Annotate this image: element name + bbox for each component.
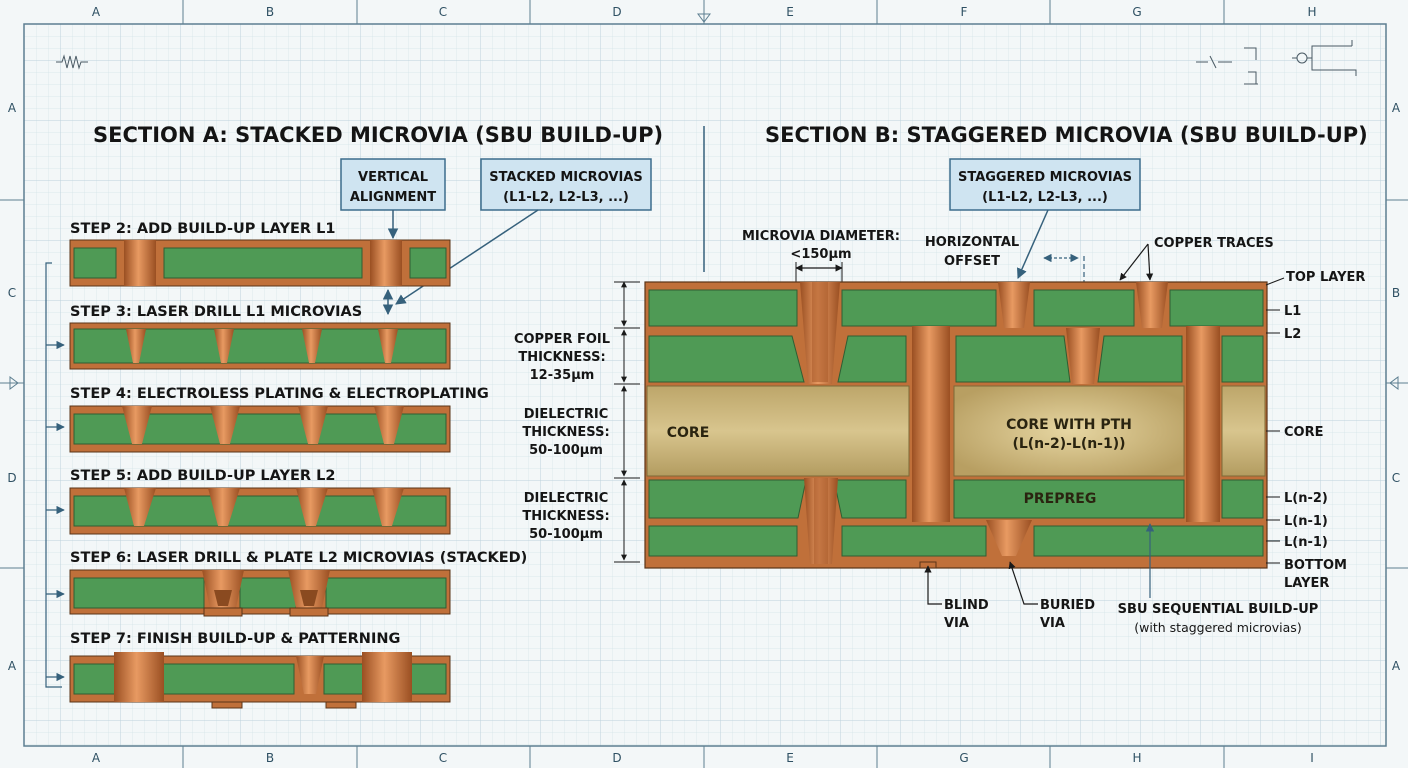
process-flow-bracket — [45, 262, 62, 688]
dielectric-1-label-1: DIELECTRIC — [524, 407, 608, 422]
dielectric-1-label-2: THICKNESS: — [522, 425, 609, 440]
row-label-right: B — [1392, 286, 1400, 300]
col-label-top: C — [439, 5, 447, 19]
step-5-board — [69, 487, 451, 535]
resistor-symbol — [56, 54, 88, 70]
buried-via-label-1: BURIED — [1040, 598, 1095, 613]
step-5-label: STEP 5: ADD BUILD-UP LAYER L2 — [70, 468, 335, 484]
col-label-bottom: G — [959, 751, 968, 765]
row-label-left: A — [8, 101, 17, 115]
row-label-left: D — [7, 471, 16, 485]
col-label-bottom: I — [1310, 751, 1314, 765]
blind-via-label-1: BLIND — [944, 598, 989, 613]
label-ln2: L(n-2) — [1284, 491, 1328, 506]
label-ln1-b: L(n-1) — [1284, 535, 1328, 550]
step-6-label: STEP 6: LASER DRILL & PLATE L2 MICROVIAS… — [70, 550, 527, 566]
col-label-top: E — [786, 5, 794, 19]
step-3-board — [69, 322, 451, 370]
callout-staggered-line2: (L1-L2, L2-L3, ...) — [982, 190, 1108, 205]
center-mark-top — [697, 13, 711, 23]
copper-foil-label-1: COPPER FOIL — [514, 332, 610, 347]
process-flow-arrows — [46, 340, 65, 682]
col-label-top: G — [1132, 5, 1141, 19]
staggered-cross-section — [644, 281, 1268, 569]
col-label-top: H — [1307, 5, 1316, 19]
microvia-diameter-label: MICROVIA DIAMETER: — [742, 229, 900, 244]
thickness-dimension-lines — [614, 281, 640, 563]
label-l2: L2 — [1284, 327, 1301, 342]
row-label-right: A — [1392, 101, 1401, 115]
core-pth-label-1: CORE WITH PTH — [1006, 417, 1132, 433]
col-label-bottom: C — [439, 751, 447, 765]
core-label: CORE — [667, 425, 710, 441]
arrow-staggered — [1017, 209, 1049, 279]
microvia-diameter-value: <150µm — [790, 247, 851, 262]
sbu-label-2: (with staggered microvias) — [1134, 620, 1301, 635]
layer-leader-lines — [1265, 277, 1285, 564]
col-label-top: F — [961, 5, 968, 19]
center-mark-right — [1389, 376, 1399, 390]
callout-stacked-microvias — [480, 158, 652, 211]
row-label-left: C — [8, 286, 16, 300]
col-label-top: B — [266, 5, 274, 19]
callout-stacked-line1: STACKED MICROVIAS — [489, 170, 642, 185]
dielectric-2-label-2: THICKNESS: — [522, 509, 609, 524]
circuit-symbols — [1196, 40, 1357, 85]
label-bottom-layer-2: LAYER — [1284, 576, 1329, 591]
col-label-bottom: H — [1132, 751, 1141, 765]
blind-via-label-2: VIA — [944, 616, 969, 631]
col-label-bottom: B — [266, 751, 274, 765]
core-pth-label-2: (L(n-2)-L(n-1)) — [1012, 436, 1125, 452]
col-label-top: A — [92, 5, 101, 19]
label-l1: L1 — [1284, 304, 1301, 319]
label-ln1-a: L(n-1) — [1284, 514, 1328, 529]
center-mark-left — [9, 376, 19, 390]
section-b-title: SECTION B: STAGGERED MICROVIA (SBU BUILD… — [765, 123, 1368, 147]
label-bottom-layer-1: BOTTOM — [1284, 558, 1347, 573]
step-2-label: STEP 2: ADD BUILD-UP LAYER L1 — [70, 221, 335, 237]
step-7-board — [69, 652, 451, 709]
row-label-left: A — [8, 659, 17, 673]
step-3-label: STEP 3: LASER DRILL L1 MICROVIAS — [70, 304, 362, 320]
step-2-board — [69, 239, 451, 287]
callout-vertical-line2: ALIGNMENT — [350, 190, 436, 205]
prepreg-label: PREPREG — [1024, 491, 1097, 507]
step-6-board — [69, 569, 451, 617]
blind-via-leader — [924, 565, 942, 605]
step-4-label: STEP 4: ELECTROLESS PLATING & ELECTROPLA… — [70, 386, 489, 402]
callout-vertical-line1: VERTICAL — [358, 170, 428, 185]
dielectric-1-value: 50-100µm — [529, 443, 603, 458]
dielectric-2-label-1: DIELECTRIC — [524, 491, 608, 506]
col-label-bottom: E — [786, 751, 794, 765]
row-label-right: A — [1392, 659, 1401, 673]
callout-stacked-line2: (L1-L2, L2-L3, ...) — [503, 190, 629, 205]
callout-staggered-line1: STAGGERED MICROVIAS — [958, 170, 1132, 185]
col-label-bottom: A — [92, 751, 101, 765]
sheet-border — [23, 23, 1387, 747]
buried-via-label-2: VIA — [1040, 616, 1065, 631]
label-top-layer: TOP LAYER — [1286, 270, 1365, 285]
section-a-title: SECTION A: STACKED MICROVIA (SBU BUILD-U… — [93, 123, 663, 147]
col-label-top: D — [612, 5, 621, 19]
dielectric-2-value: 50-100µm — [529, 527, 603, 542]
copper-foil-value: 12-35µm — [530, 368, 595, 383]
step-4-board — [69, 405, 451, 453]
col-label-bottom: D — [612, 751, 621, 765]
callout-staggered-microvias — [949, 158, 1141, 211]
callout-vertical-alignment — [340, 158, 446, 211]
copper-foil-label-2: THICKNESS: — [518, 350, 605, 365]
row-label-right: C — [1392, 471, 1400, 485]
buried-via-leader — [1008, 561, 1038, 605]
horizontal-offset-label-2: OFFSET — [944, 254, 1000, 269]
arrow-stacked-microvias — [395, 209, 539, 305]
horizontal-offset-label-1: HORIZONTAL — [925, 235, 1019, 250]
copper-traces-label: COPPER TRACES — [1154, 236, 1274, 251]
step-7-label: STEP 7: FINISH BUILD-UP & PATTERNING — [70, 631, 400, 647]
sbu-label-1: SBU SEQUENTIAL BUILD-UP — [1118, 602, 1319, 617]
label-core: CORE — [1284, 425, 1323, 440]
